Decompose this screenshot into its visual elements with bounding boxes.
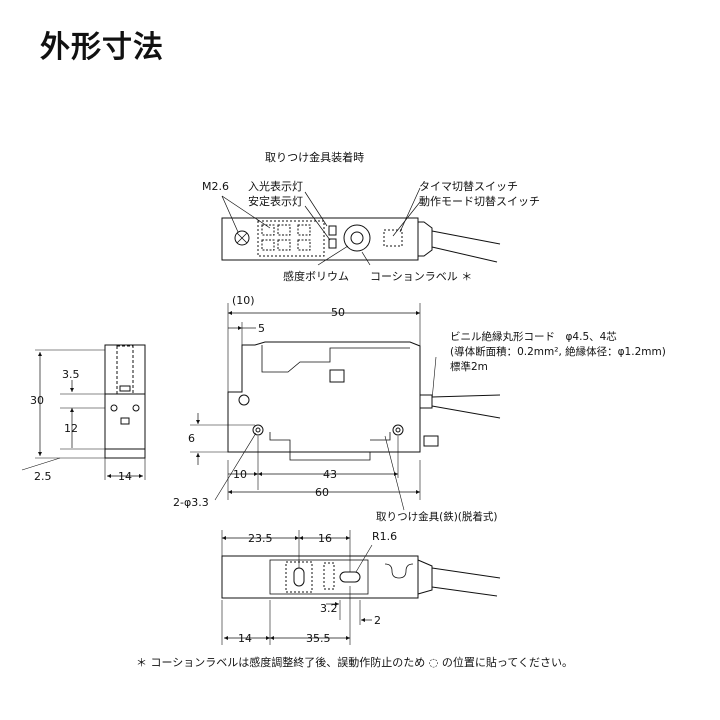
mount-hole-right — [392, 424, 404, 436]
page-title: 外形寸法 — [40, 30, 164, 65]
cable-loop-icon — [384, 563, 414, 579]
bottom-cable — [431, 567, 501, 579]
dim-3-5: 3.5 — [62, 368, 80, 381]
dim-16: 16 — [318, 532, 332, 545]
din-rail-clip — [289, 452, 371, 461]
front-indicator — [329, 369, 345, 383]
dim-r1-6: R1.6 — [372, 530, 397, 543]
label-stable-light: 安定表示灯 — [248, 194, 303, 208]
front-view-body — [227, 341, 421, 453]
screw-icon — [234, 230, 250, 246]
dim-14-side: 14 — [118, 470, 132, 483]
cable-spec-line1: ビニル絶縁丸形コード φ4.5、4芯 — [450, 330, 617, 343]
label-timer-switch: タイマ切替スイッチ — [419, 179, 518, 193]
label-mode-switch: 動作モード切替スイッチ — [419, 194, 540, 208]
dim-50: 50 — [331, 306, 345, 319]
top-view — [221, 187, 501, 266]
front-cable — [431, 394, 501, 398]
label-bracket: 取りつけ金具(鉄)(脱着式) — [376, 510, 498, 523]
label-sensitivity: 感度ボリウム — [283, 269, 349, 283]
caution-label-position — [383, 229, 403, 247]
mount-hole-left — [252, 424, 264, 436]
cable-spec-line2: (導体断面積：0.2mm², 絶縁体径：φ1.2mm) — [450, 345, 666, 358]
label-m26: M2.6 — [202, 180, 229, 193]
dim-2: 2 — [374, 614, 381, 627]
cable-spec-line3: 標準2m — [450, 360, 488, 373]
top-view-cable-relief — [418, 221, 433, 257]
footnote: ＊ コーションラベルは感度調整終了後、誤動作防止のため ◌ の位置に貼ってくださ… — [136, 656, 573, 669]
dim-35-5: 35.5 — [306, 632, 331, 645]
label-holes: 2-φ3.3 — [173, 496, 209, 509]
cable-gland — [420, 394, 433, 409]
indicator-area — [257, 220, 325, 257]
bottom-view — [221, 530, 501, 645]
dim-2-5: 2.5 — [34, 470, 52, 483]
front-view — [190, 303, 501, 511]
top-view-heading: 取りつけ金具装着時 — [265, 150, 364, 164]
slot-left — [293, 567, 305, 587]
side-view-body — [104, 344, 146, 450]
dim-43: 43 — [323, 468, 337, 481]
label-caution: コーションラベル ＊ — [370, 270, 472, 283]
dim-5: 5 — [258, 322, 265, 335]
dim-10: 10 — [233, 468, 247, 481]
slot-right — [339, 571, 361, 583]
dim-12: 12 — [64, 422, 78, 435]
label-incident-light: 入光表示灯 — [248, 179, 303, 193]
sensitivity-knob-icon — [343, 224, 371, 252]
top-view-body — [221, 217, 419, 261]
bottom-view-body — [221, 555, 419, 599]
dim-14-bottom: 14 — [238, 632, 252, 645]
dim-3-2: 3.2 — [320, 602, 338, 615]
side-view — [21, 344, 146, 480]
dim-30: 30 — [30, 394, 44, 407]
dim-23-5: 23.5 — [248, 532, 273, 545]
dim-6: 6 — [188, 432, 195, 445]
dim-10-paren: (10) — [232, 294, 255, 307]
top-view-cable — [431, 230, 501, 245]
dim-60: 60 — [315, 486, 329, 499]
